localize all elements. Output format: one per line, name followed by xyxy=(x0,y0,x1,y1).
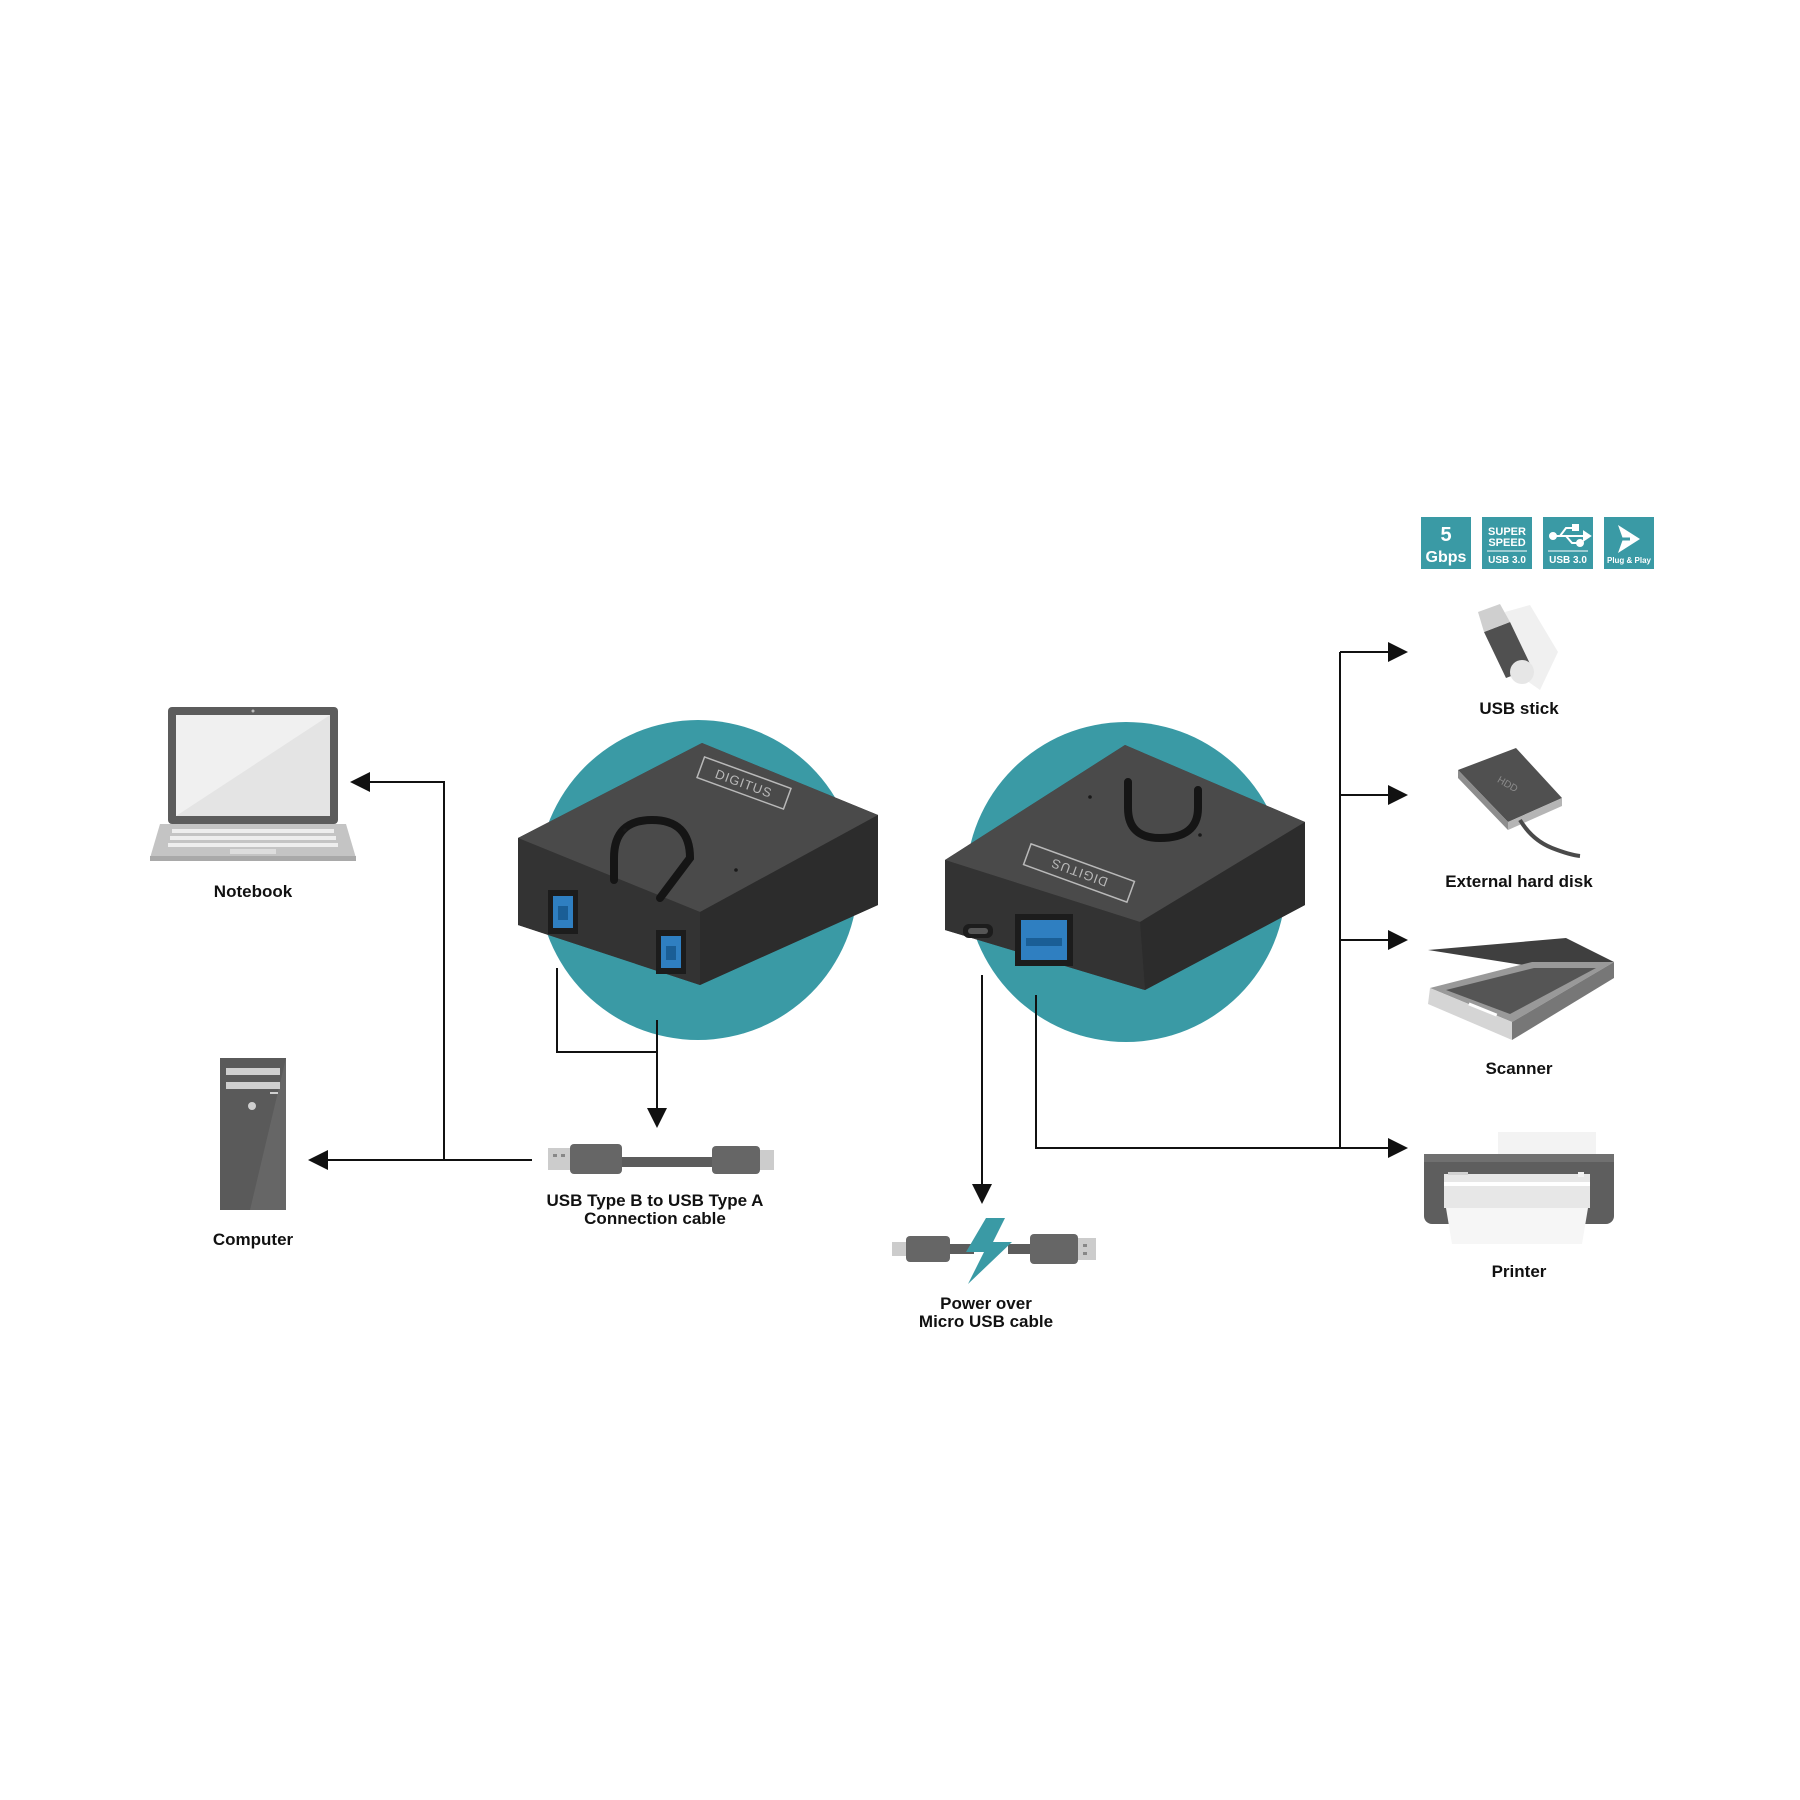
usb-b-port-1 xyxy=(548,890,578,934)
micro-usb-plug-icon xyxy=(892,1236,950,1262)
computer-label: Computer xyxy=(213,1230,294,1249)
micro-usb-port xyxy=(963,924,993,938)
power-label-line2: Micro USB cable xyxy=(919,1312,1053,1331)
external-hdd: HDD External hard disk xyxy=(1445,748,1593,891)
badge-superspeed-line3: USB 3.0 xyxy=(1488,555,1526,566)
laptop-icon xyxy=(150,707,356,861)
switch-button-right[interactable] xyxy=(1124,778,1202,843)
badge-superspeed-line2: SPEED xyxy=(1488,537,1525,549)
usb-trident-icon xyxy=(1549,524,1592,547)
badge-usb3-label: USB 3.0 xyxy=(1549,555,1587,566)
printer: Printer xyxy=(1424,1132,1614,1281)
badge-superspeed-line1: SUPER xyxy=(1488,526,1526,538)
lightning-bolt-icon xyxy=(966,1218,1012,1284)
line-to-notebook-trunk xyxy=(372,781,445,1160)
usb-a-plug-icon-power xyxy=(1030,1234,1096,1264)
usb-b-port-2 xyxy=(656,930,686,974)
power-label-line1: Power over xyxy=(940,1294,1032,1313)
connector-lines xyxy=(308,642,1408,1204)
badge-superspeed: SUPER SPEED USB 3.0 xyxy=(1482,517,1532,569)
scanner-label: Scanner xyxy=(1485,1059,1552,1078)
printer-icon xyxy=(1424,1132,1614,1244)
cable-ab-label-line1: USB Type B to USB Type A xyxy=(547,1191,764,1210)
micro-usb-power-cable: Power over Micro USB cable xyxy=(892,1218,1096,1331)
usb-b-to-a-cable: USB Type B to USB Type A Connection cabl… xyxy=(547,1144,774,1228)
badge-5gbps: 5 Gbps xyxy=(1421,517,1471,569)
notebook: Notebook xyxy=(150,707,356,901)
feature-badges: 5 Gbps SUPER SPEED USB 3.0 USB 3.0 xyxy=(1421,517,1654,569)
line-to-printer-trunk xyxy=(1035,995,1340,1149)
usb-stick-icon xyxy=(1478,604,1558,690)
badge-5gbps-line2: Gbps xyxy=(1426,549,1467,566)
computer: Computer xyxy=(213,1058,294,1249)
usb-a-plug-icon xyxy=(548,1144,622,1174)
external-hdd-label: External hard disk xyxy=(1445,872,1593,891)
scanner: Scanner xyxy=(1428,938,1614,1078)
usb-a-port xyxy=(1015,914,1073,966)
cable-ab-label-line2: Connection cable xyxy=(584,1209,726,1228)
switch-output-side: DIGITUS xyxy=(945,722,1305,1042)
notebook-label: Notebook xyxy=(214,882,293,901)
badge-plug-play-label: Plug & Play xyxy=(1607,556,1652,565)
badge-5gbps-line1: 5 xyxy=(1440,524,1451,546)
switch-input-side: DIGITUS xyxy=(518,720,878,1040)
scanner-icon xyxy=(1428,938,1614,1040)
printer-label: Printer xyxy=(1492,1262,1547,1281)
plug-play-icon xyxy=(1612,525,1640,553)
usb-b-plug-icon xyxy=(712,1146,774,1174)
desktop-tower-icon xyxy=(220,1058,286,1210)
badge-usb3: USB 3.0 xyxy=(1543,517,1593,569)
usb-stick: USB stick xyxy=(1478,604,1559,718)
badge-plug-play: Plug & Play xyxy=(1604,517,1654,569)
switch-button-left[interactable] xyxy=(610,815,695,902)
usb-stick-label: USB stick xyxy=(1479,699,1559,718)
hdd-icon: HDD xyxy=(1458,748,1581,858)
